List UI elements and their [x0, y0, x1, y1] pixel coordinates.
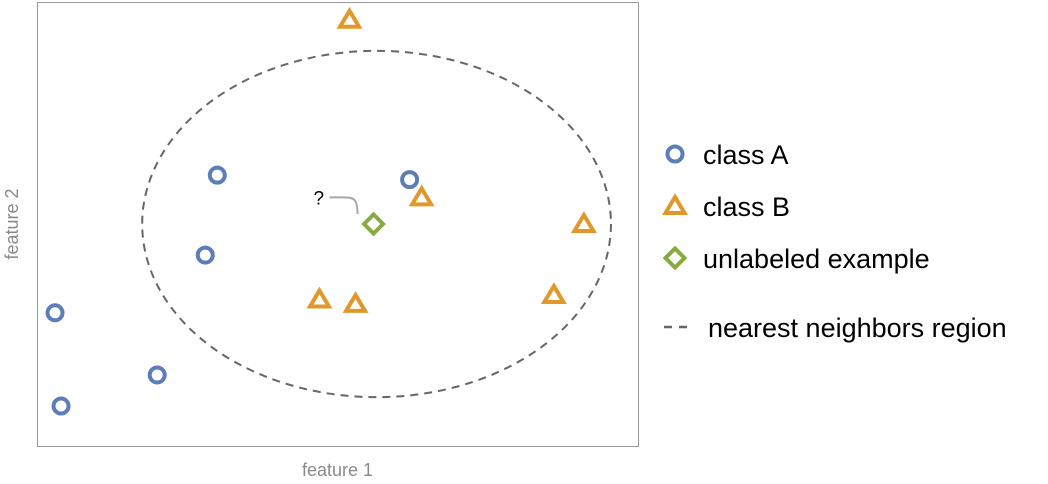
legend-item-nearest-neighbors-region: nearest neighbors region [664, 313, 1007, 343]
class-b-point-1 [408, 184, 435, 207]
class-a-point-4 [207, 165, 227, 185]
class-a-point-3 [195, 245, 215, 265]
legend-label-unlabeled-example: unlabeled example [703, 244, 930, 274]
x-axis-label: feature 1 [302, 460, 373, 480]
annotation-leader-line [329, 196, 359, 215]
class-b-point-0 [336, 6, 363, 29]
legend-item-class-a: class A [665, 140, 789, 170]
legend-label-nearest-neighbors-region: nearest neighbors region [708, 313, 1007, 343]
class-a-point-5 [400, 170, 420, 190]
legend-label-class-a: class A [703, 140, 789, 170]
class-b-point-2 [306, 286, 333, 309]
class-a-point-2 [147, 365, 167, 385]
nearest-neighbors-region [141, 49, 612, 399]
class-a-point-0 [45, 303, 65, 323]
class-b-point-3 [342, 291, 369, 313]
legend-marker-class-a [665, 144, 685, 164]
class-a-point-1 [51, 396, 71, 416]
unlabeled-example-point-0 [361, 211, 386, 237]
legend-marker-shape-2 [662, 245, 688, 271]
legend-marker-unlabeled-example [662, 245, 688, 271]
class-b-point-4 [540, 282, 567, 305]
legend: class A class B unlabeled example neares… [661, 140, 1007, 343]
annotation-question-mark: ? [313, 188, 324, 209]
legend-marker-shape-1 [661, 193, 689, 215]
legend-marker-class-b [661, 193, 689, 215]
class-b-point-5 [570, 211, 597, 233]
legend-item-unlabeled-example: unlabeled example [662, 244, 930, 274]
points-layer [45, 6, 597, 416]
y-axis-label: feature 2 [2, 188, 22, 259]
neighborhood-layer [141, 49, 612, 399]
plot-frame [37, 2, 639, 447]
legend-marker-shape-0 [665, 144, 685, 164]
legend-item-class-b: class B [661, 192, 790, 222]
legend-label-class-b: class B [703, 192, 790, 222]
annotation-layer: ? [313, 188, 359, 215]
